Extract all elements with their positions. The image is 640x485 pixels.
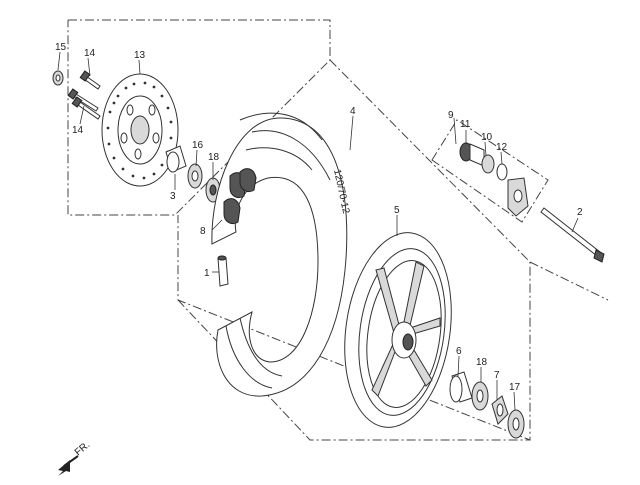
axle-shaft <box>540 207 605 263</box>
brake-disc <box>101 73 179 187</box>
axle-centerline <box>529 261 609 301</box>
callout-8: 8 <box>200 226 206 237</box>
callout-6: 6 <box>456 346 462 357</box>
callout-1: 1 <box>204 268 210 279</box>
callout-10: 10 <box>481 132 493 143</box>
callout-12: 12 <box>496 142 508 153</box>
front-indicator-label: FR. <box>73 440 92 459</box>
callout-18-right: 18 <box>476 357 488 368</box>
callout-labels: 15 14 13 14 4 5 16 18 3 8 1 6 18 7 17 2 … <box>55 42 583 393</box>
callout-4: 4 <box>350 106 356 117</box>
callout-2: 2 <box>577 207 583 218</box>
callout-5: 5 <box>394 205 400 216</box>
disc-washer <box>52 70 64 86</box>
collar-group-outline <box>431 119 549 223</box>
callout-17: 17 <box>509 382 521 393</box>
disc-bolts <box>67 70 101 120</box>
callout-14-top: 14 <box>84 48 96 59</box>
wheel-rim <box>344 232 452 428</box>
right-spacer-parts <box>449 371 525 439</box>
tire: 120/70-12 <box>211 112 351 397</box>
callout-15: 15 <box>55 42 67 53</box>
leader-lines <box>57 51 579 411</box>
callout-11: 11 <box>460 119 471 130</box>
left-spacer-parts <box>165 145 221 203</box>
callout-9: 9 <box>448 110 454 121</box>
callout-3: 3 <box>170 191 176 202</box>
callout-16: 16 <box>192 140 204 151</box>
callout-14-bottom: 14 <box>72 125 84 136</box>
front-direction-arrow: FR. <box>58 440 92 476</box>
callout-13: 13 <box>134 50 146 61</box>
callout-7: 7 <box>494 370 500 381</box>
callout-18-left: 18 <box>208 152 220 163</box>
valve-stem <box>217 255 229 287</box>
collar-assembly <box>459 142 529 217</box>
